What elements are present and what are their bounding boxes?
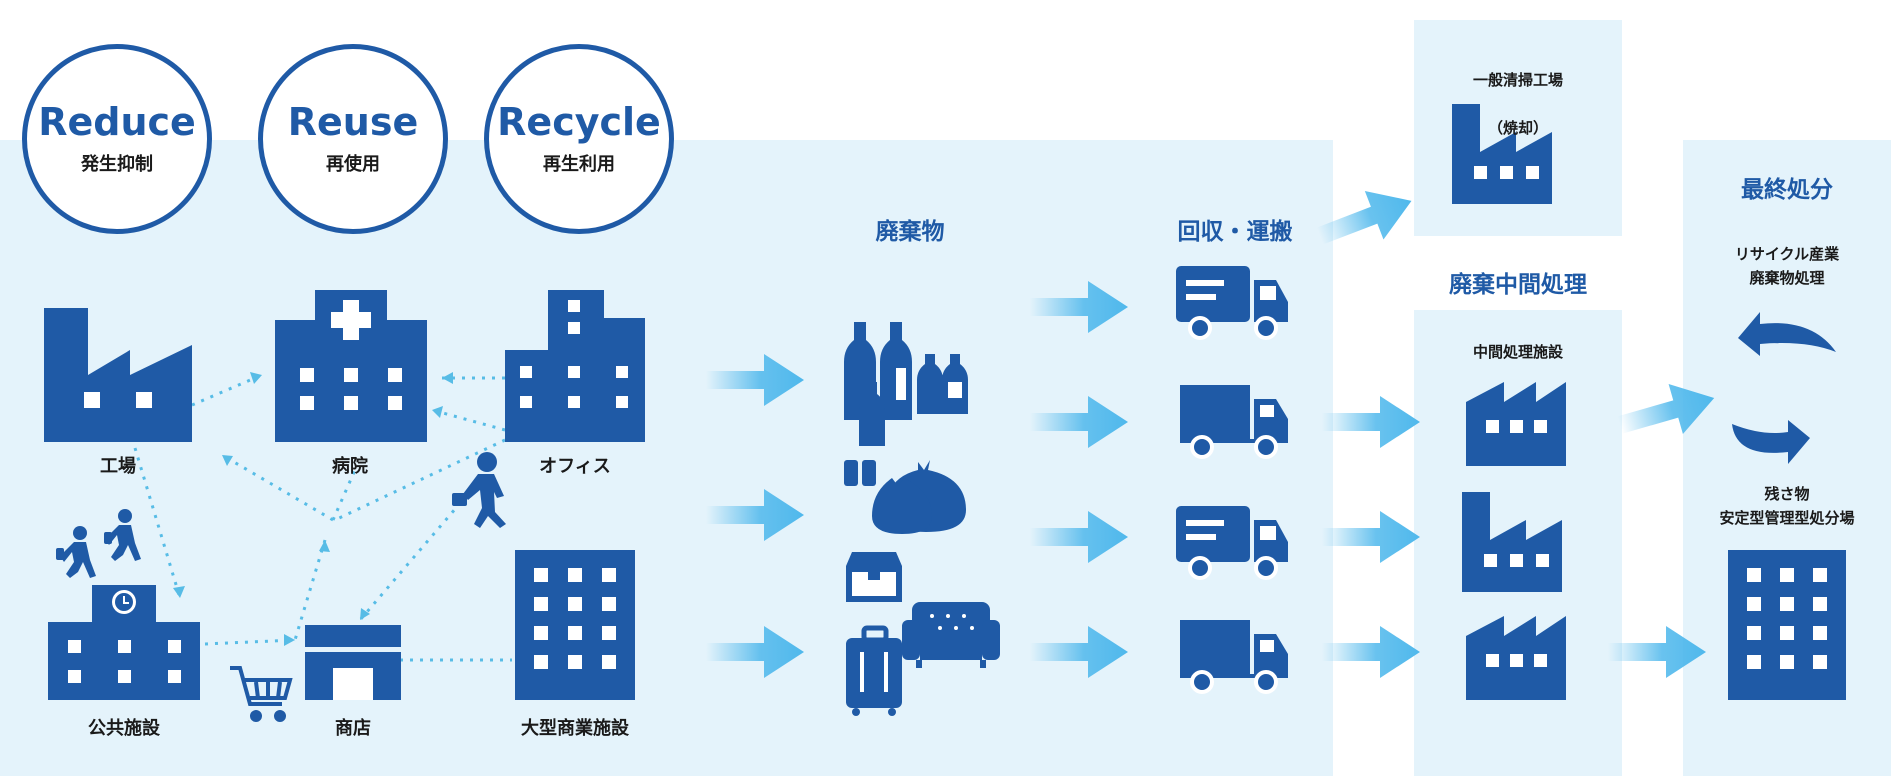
incineration-line2: （焼却） (1487, 119, 1548, 137)
factory-label: 工場 (100, 456, 136, 477)
arrow-icon (1322, 396, 1420, 448)
arrow-to-incineration-icon (1316, 190, 1412, 245)
shop-icon (305, 625, 401, 700)
hospital-label: 病院 (332, 456, 368, 477)
garbage-truck-icon (1174, 264, 1290, 340)
businessman-icon (452, 452, 506, 528)
bottles-icon (844, 322, 968, 446)
intermediate-heading: 廃棄中間処理 (1449, 272, 1587, 298)
recycle-jp-label: 再生利用 (543, 153, 615, 175)
recycle-label: Recycle (497, 100, 661, 145)
waste-heading: 廃棄物 (875, 219, 945, 245)
shop-label: 商店 (335, 718, 371, 739)
hospital-icon (275, 290, 427, 442)
reuse-label: Reuse (287, 100, 419, 145)
garbage-truck-icon (1174, 504, 1290, 580)
office-label: オフィス (539, 456, 611, 477)
reduce-jp-label: 発生抑制 (81, 153, 153, 175)
large-commercial-icon (515, 550, 635, 700)
main-background-panel (0, 140, 1333, 776)
arrow-icon (706, 489, 804, 541)
arrow-icon (1322, 626, 1420, 678)
landfill-building-icon (1728, 550, 1846, 700)
shopping-cart-icon (230, 666, 293, 722)
truck-icon (1178, 383, 1290, 459)
public-facility-label: 公共施設 (88, 718, 160, 739)
arrow-icon (1322, 511, 1420, 563)
reduce-label: Reduce (38, 100, 196, 145)
arrow-icon (706, 354, 804, 406)
collection-heading: 回収・運搬 (1177, 219, 1293, 245)
incineration-line1: 一般清掃工場 (1472, 71, 1563, 89)
final-heading: 最終処分 (1741, 177, 1833, 203)
cardboard-box-icon (846, 552, 902, 602)
arrow-icon (1030, 511, 1128, 563)
reuse-circle: Reuse 再使用 (258, 44, 448, 234)
intermediate-plant-icon (1466, 616, 1566, 700)
arrow-icon (1030, 281, 1128, 333)
public-facility-icon (48, 585, 200, 700)
office-icon (505, 290, 645, 442)
intermediate-plant-icon (1462, 492, 1562, 592)
sofa-icon (902, 602, 1000, 668)
reuse-jp-label: 再使用 (326, 153, 380, 175)
arrow-icon (1608, 626, 1706, 678)
factory-icon (44, 308, 192, 442)
recycle-circle: Recycle 再生利用 (484, 44, 674, 234)
recycle-arrows-icon (1732, 312, 1836, 464)
reduce-circle: Reduce 発生抑制 (22, 44, 212, 234)
recycle-industry-label: リサイクル産業 廃棄物処理 (1734, 245, 1840, 287)
garbage-bags-icon (844, 460, 966, 534)
residue-landfill-label: 残さ物 安定型管理型処分場 (1719, 485, 1855, 527)
arrow-icon (1030, 626, 1128, 678)
intermediate-facility-label: 中間処理施設 (1472, 343, 1563, 361)
truck-icon (1178, 618, 1290, 694)
arrow-icon (706, 626, 804, 678)
intermediate-plant-icon (1466, 382, 1566, 466)
suitcase-icon (846, 625, 902, 716)
arrow-icon (1030, 396, 1128, 448)
arrow-to-recycle-icon (1617, 384, 1715, 435)
people-walking-icon (56, 509, 141, 578)
large-commercial-label: 大型商業施設 (521, 718, 629, 739)
incineration-label: 一般清掃工場 （焼却） (1414, 44, 1622, 164)
